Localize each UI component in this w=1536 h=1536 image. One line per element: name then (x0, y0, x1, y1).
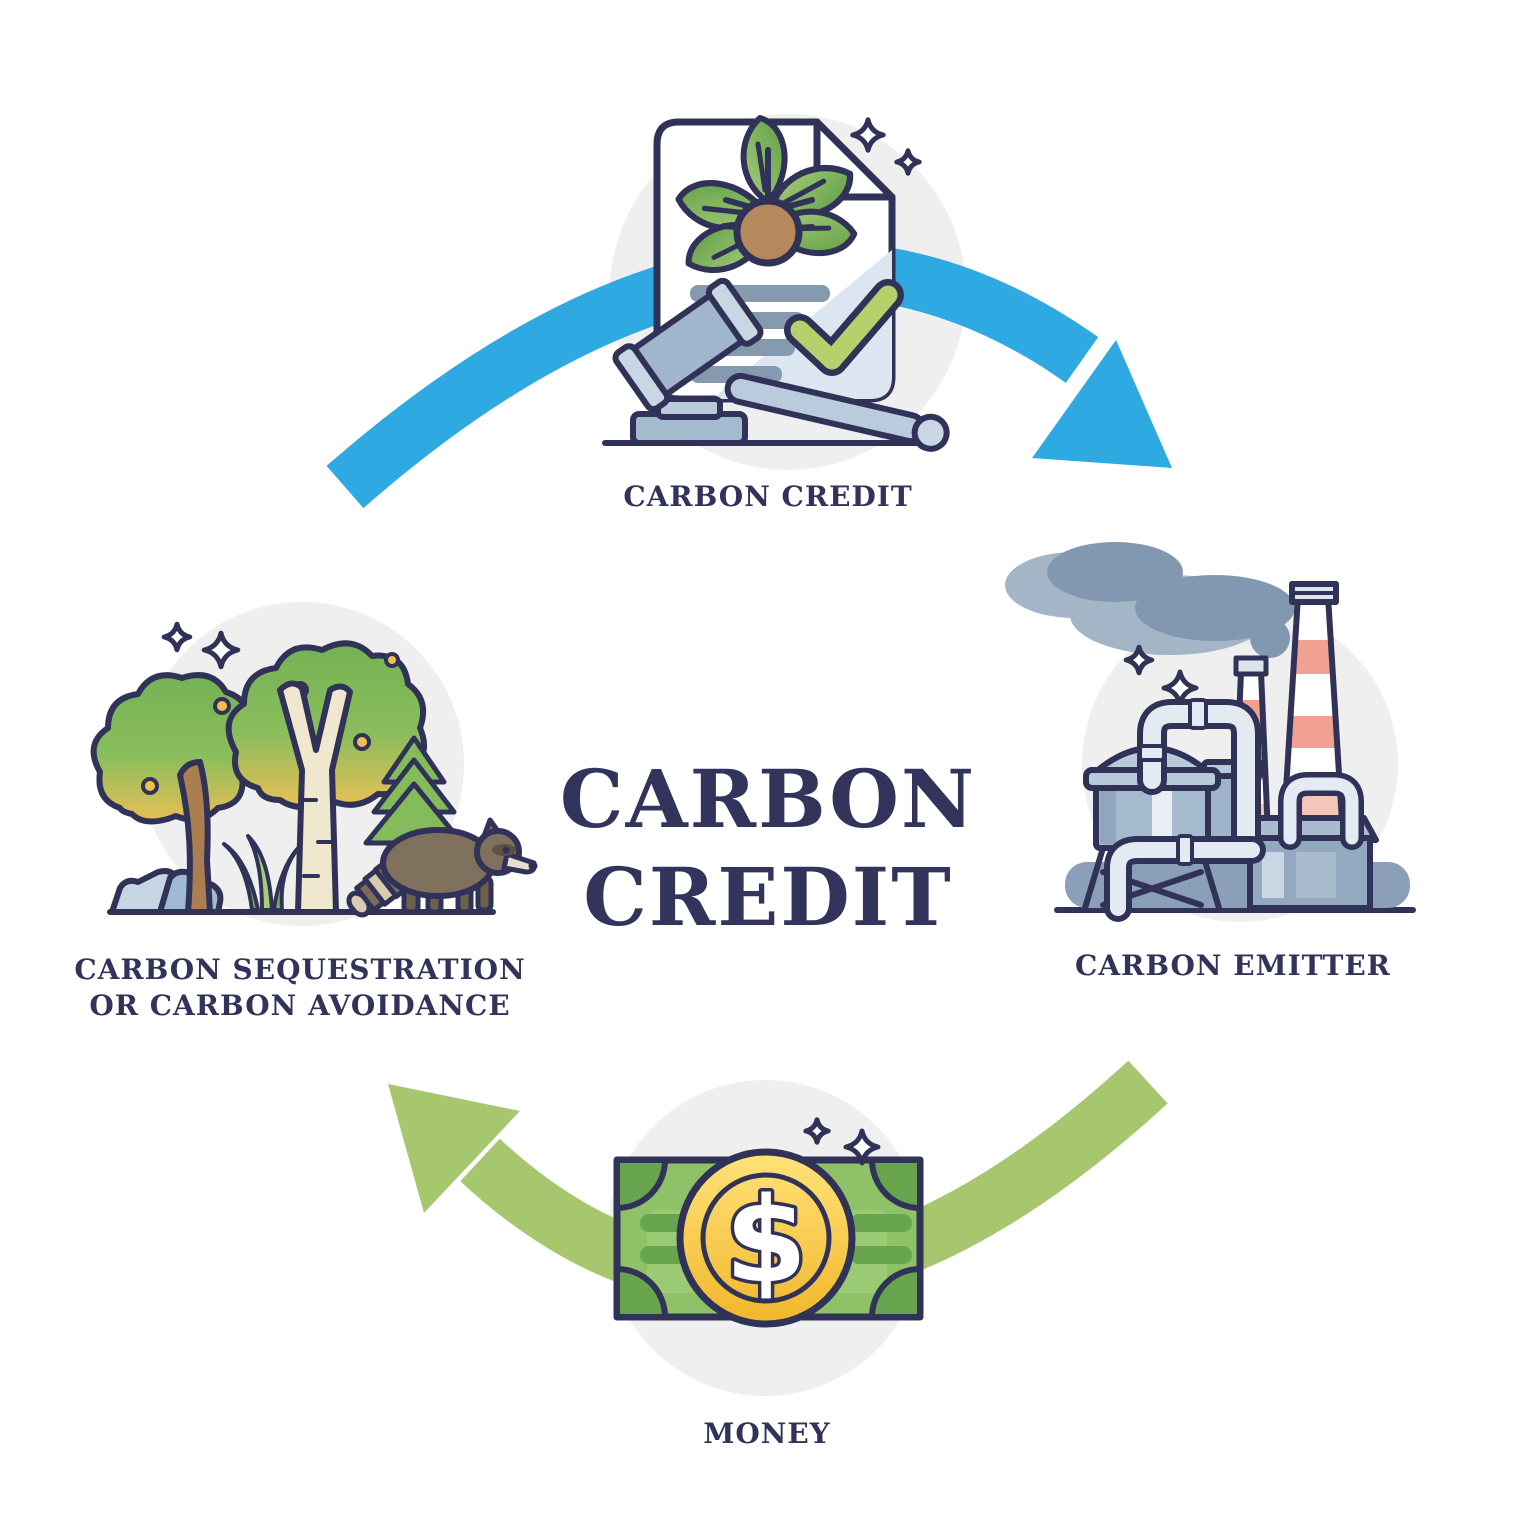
diagram-title-line1: CARBON (559, 752, 977, 846)
certificate-plant-gavel-icon (602, 118, 950, 452)
raccoon-eye (502, 846, 510, 854)
raccoon-nose (528, 861, 538, 871)
bottom-arrowhead (388, 1084, 520, 1213)
dollar-sign: $ (725, 1171, 807, 1309)
pipe-collar (1188, 698, 1208, 730)
money-label: MONEY (703, 1417, 831, 1450)
pipe-collar (1138, 744, 1166, 762)
fruit-dot (141, 777, 159, 795)
approval-check-mark (784, 279, 904, 376)
gavel-head (612, 277, 764, 413)
banknote-dollar-coin-icon: $ (613, 1118, 924, 1328)
birch-trunk (277, 680, 353, 915)
tree-trunk (177, 759, 213, 915)
top-arrowhead (1032, 340, 1172, 468)
grass-tuft (222, 834, 302, 912)
raccoon-body (380, 827, 496, 899)
sparkle-icon (164, 624, 190, 650)
left-tree (90, 672, 257, 915)
factory-smokestacks-icon (1005, 542, 1416, 922)
pipe-collar (1176, 834, 1194, 866)
fruit-dot (384, 652, 400, 668)
banknote-corners (614, 1157, 923, 1320)
birch-bark-marks (300, 798, 334, 878)
seedling-plant (674, 118, 859, 279)
fruit-dot (353, 733, 371, 751)
carbon-credit-label: CARBON CREDIT (623, 480, 913, 513)
smoke-cloud (1005, 542, 1295, 658)
carbon-emitter-label: CARBON EMITTER (1075, 949, 1391, 982)
raccoon (346, 817, 538, 918)
birch-tree (225, 640, 427, 915)
gavel-handle (724, 372, 950, 452)
dollar-coin: $ (676, 1148, 856, 1328)
factory-pipes (1104, 698, 1364, 922)
carbon-sequestration-label: CARBON SEQUESTRATION OR CARBON AVOIDANCE (74, 952, 525, 1024)
diagram-title-line2: CREDIT (583, 850, 953, 944)
trees-wildlife-icon (90, 624, 538, 918)
carbon-sequestration-label-line1: CARBON SEQUESTRATION (74, 953, 526, 986)
fruit-dot (213, 697, 231, 715)
diagram-title: CARBON CREDIT (560, 750, 976, 946)
gavel (612, 277, 950, 452)
soil-ball (733, 197, 803, 267)
tall-chimney (1281, 581, 1345, 825)
carbon-sequestration-label-line2: OR CARBON AVOIDANCE (89, 989, 511, 1022)
